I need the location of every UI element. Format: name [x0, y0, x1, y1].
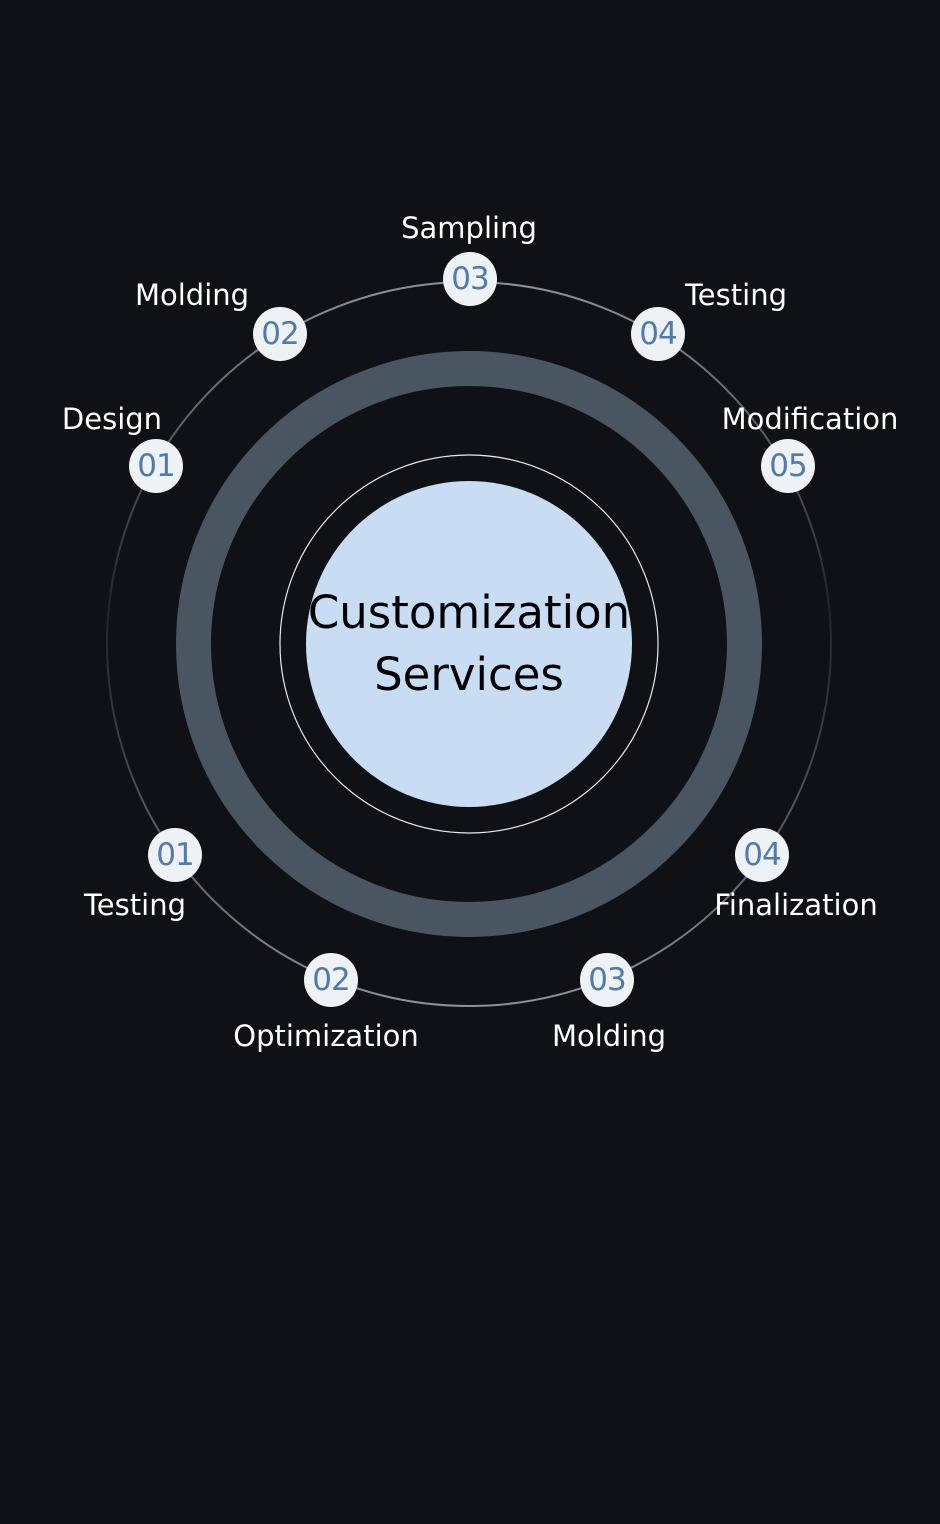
center-title-line2: Services [374, 648, 564, 701]
step-badge: 03 [443, 252, 497, 306]
center-disc [306, 481, 632, 807]
step-label: Design [61, 402, 163, 436]
step-label: Testing [685, 278, 787, 312]
thick-ring [176, 351, 762, 937]
thin-ring [279, 454, 659, 834]
step-label: Finalization [714, 888, 878, 922]
step-label: Modification [721, 402, 899, 436]
step-label: Molding [134, 278, 250, 312]
step-label: Testing [84, 888, 186, 922]
step-badge: 03 [580, 953, 634, 1007]
step-badge: 05 [761, 439, 815, 493]
step-badge: 01 [129, 439, 183, 493]
step-label: Molding [551, 1019, 667, 1053]
step-label: Sampling [401, 211, 537, 245]
center-title: Customization Services [306, 481, 632, 807]
step-badge: 02 [304, 953, 358, 1007]
center-title-line1: Customization [307, 586, 631, 639]
step-badge: 04 [631, 307, 685, 361]
step-badge: 01 [148, 828, 202, 882]
step-label: Optimization [233, 1019, 419, 1053]
step-badge: 04 [735, 828, 789, 882]
step-badge: 02 [253, 307, 307, 361]
